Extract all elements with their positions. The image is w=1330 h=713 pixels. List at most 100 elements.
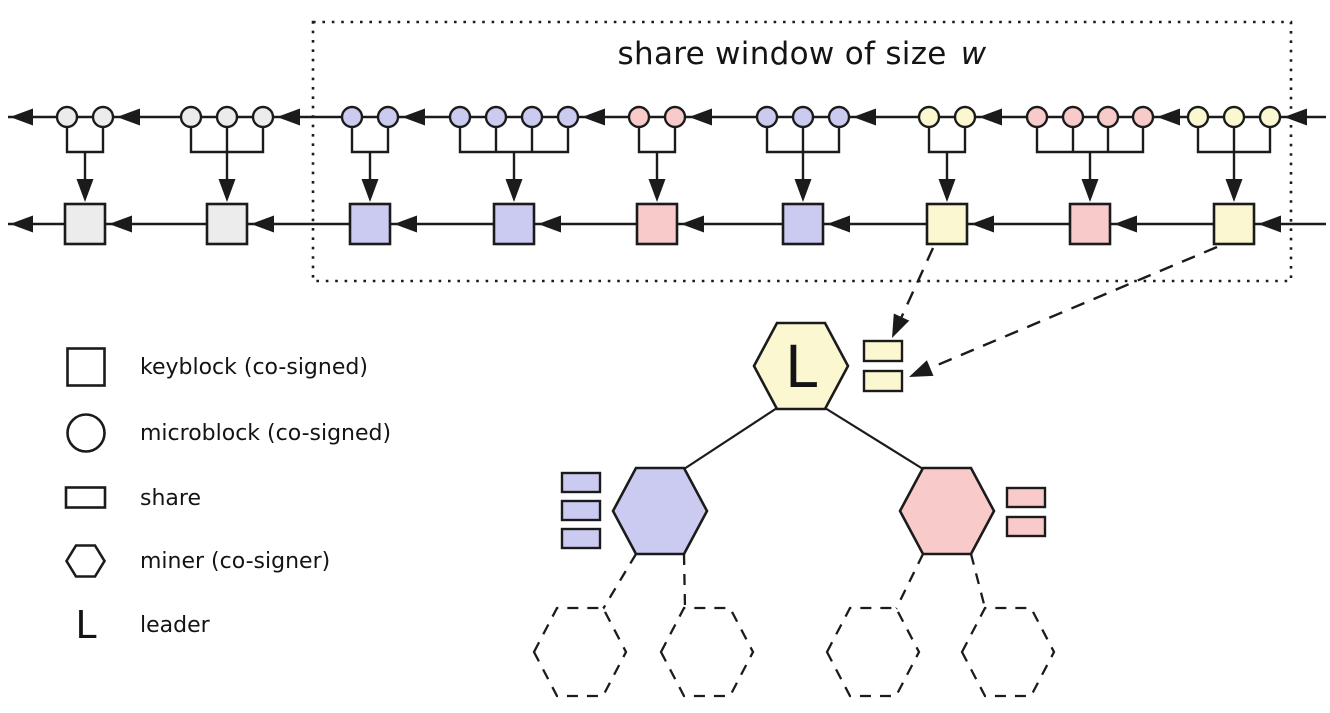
chain-arrowhead	[251, 215, 274, 233]
keyblock	[63, 202, 107, 246]
microblock	[55, 105, 79, 129]
microblock	[91, 105, 115, 129]
share-icon	[60, 484, 112, 512]
cosign-bracket	[765, 127, 841, 154]
down-arrowhead	[938, 179, 956, 202]
tree-edge-dashed	[682, 553, 687, 609]
microblock	[520, 105, 544, 129]
microblock	[1096, 105, 1120, 129]
legend-label-leader: leader	[140, 612, 210, 638]
keyblock	[635, 202, 679, 246]
chain-arrowhead	[1114, 215, 1137, 233]
miner-share-left	[560, 499, 602, 522]
microblock	[917, 105, 941, 129]
cosign-bracket	[1196, 127, 1272, 154]
microblock	[627, 105, 651, 129]
legend-row-share: share	[60, 476, 201, 520]
dashed-arrowhead	[909, 360, 934, 377]
chain-arrowhead	[394, 215, 417, 233]
legend-label-miner: miner (co-signer)	[140, 548, 331, 574]
leader-miner-hexagon	[752, 321, 850, 411]
keyblock-to-share-arrow	[895, 247, 935, 328]
chain-arrowhead	[681, 215, 704, 233]
miner-share-left	[560, 471, 602, 494]
microblock-icon	[60, 411, 112, 455]
placeholder-miner-hexagon	[659, 606, 755, 698]
chain-arrowhead	[971, 215, 994, 233]
down-arrowhead	[76, 179, 94, 202]
miner-share-right	[1005, 486, 1047, 509]
microblock	[1258, 105, 1282, 129]
chain-arrowhead	[582, 108, 605, 126]
microblock	[556, 105, 580, 129]
chain-arrowhead	[10, 215, 33, 233]
microblock	[1222, 105, 1246, 129]
chain-arrowhead	[979, 108, 1002, 126]
keyblock	[925, 202, 969, 246]
share-window-size-variable: w	[960, 36, 987, 72]
cosign-bracket	[458, 127, 570, 154]
placeholder-miner-hexagon	[960, 606, 1056, 698]
tree-edge	[683, 407, 778, 470]
down-arrowhead	[1225, 179, 1243, 202]
legend-label-microblock: microblock (co-signed)	[140, 420, 392, 446]
legend-row-miner: miner (co-signer)	[60, 539, 330, 583]
legend-label-share: share	[140, 485, 201, 511]
tree-edge	[824, 407, 924, 470]
microblock	[251, 105, 275, 129]
keyblock-to-share-arrow	[919, 245, 1218, 374]
microblock	[827, 105, 851, 129]
microblock	[663, 105, 687, 129]
share-window-label-text: share window of size	[617, 36, 957, 72]
keyblock	[1212, 202, 1256, 246]
chain-arrowhead	[1157, 108, 1180, 126]
chain-arrowhead	[689, 108, 712, 126]
miner-icon	[60, 542, 112, 580]
dashed-arrowhead	[892, 313, 910, 338]
down-arrowhead	[505, 179, 523, 202]
leader-icon: L	[60, 606, 112, 644]
share-window-label: share window of size w	[313, 36, 1291, 72]
legend-row-keyblock: keyblock (co-signed)	[60, 345, 368, 389]
chain-arrowhead	[1284, 108, 1307, 126]
legend-label-keyblock: keyblock (co-signed)	[140, 354, 368, 380]
legend-row-leader: L leader	[60, 603, 210, 647]
microblock	[484, 105, 508, 129]
microblock	[791, 105, 815, 129]
tree-edge-dashed	[969, 553, 987, 609]
keyblock	[492, 202, 536, 246]
cosign-bracket	[927, 127, 967, 154]
microblock	[376, 105, 400, 129]
microblock	[1186, 105, 1210, 129]
miner-hexagon-left	[611, 466, 709, 556]
chain-arrowhead	[109, 215, 132, 233]
chain-arrowhead	[277, 108, 300, 126]
cosign-bracket	[637, 127, 677, 154]
keyblock	[205, 202, 249, 246]
microblock	[340, 105, 364, 129]
chain-arrowhead	[117, 108, 140, 126]
tree-edge-dashed	[602, 553, 637, 610]
chain-arrowhead	[827, 215, 850, 233]
microblock	[448, 105, 472, 129]
chain-arrowhead	[402, 108, 425, 126]
cosign-bracket	[1035, 127, 1145, 154]
microblock	[215, 105, 239, 129]
chain-arrowhead	[10, 108, 33, 126]
microblock	[755, 105, 779, 129]
keyblock	[781, 202, 825, 246]
share-window-outline	[311, 20, 1293, 283]
down-arrowhead	[1081, 179, 1099, 202]
keyblock	[1068, 202, 1112, 246]
down-arrowhead	[648, 179, 666, 202]
placeholder-miner-hexagon	[532, 606, 628, 698]
legend-row-microblock: microblock (co-signed)	[60, 411, 391, 455]
miner-share-left	[560, 527, 602, 550]
leader-share	[862, 369, 904, 393]
legend: keyblock (co-signed) microblock (co-sign…	[60, 0, 460, 713]
tree-edge-dashed	[894, 553, 925, 610]
miner-hexagon-right	[898, 466, 996, 556]
chain-arrowhead	[538, 215, 561, 233]
down-arrowhead	[218, 179, 236, 202]
